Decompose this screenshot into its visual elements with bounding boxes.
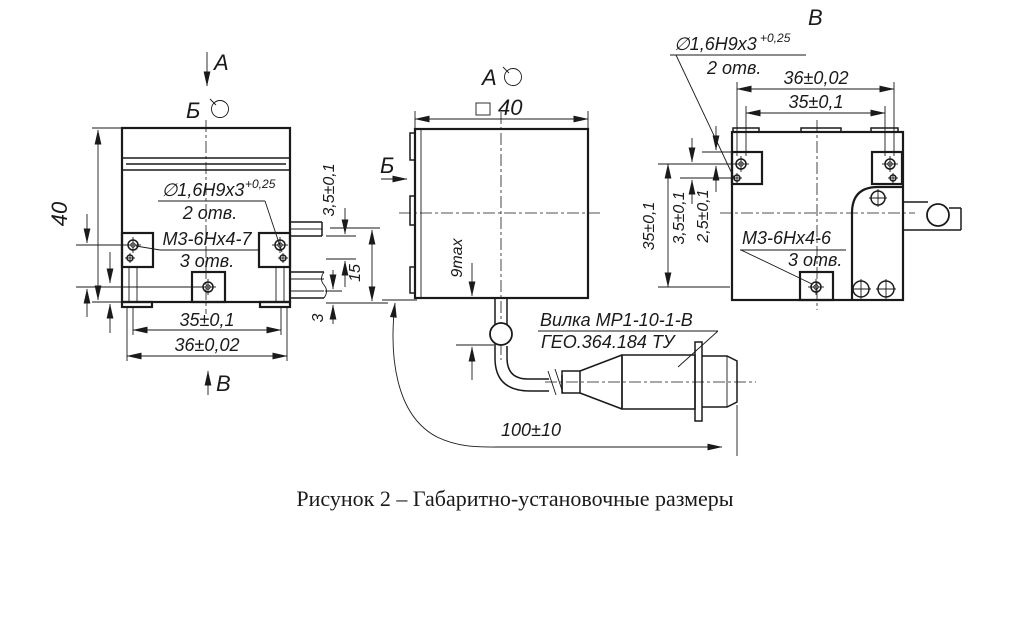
pin-hole-qty: 2 отв. — [182, 203, 237, 223]
lug-right — [257, 231, 292, 269]
view-mark-tick — [502, 66, 510, 74]
svg-text:36±0,02: 36±0,02 — [175, 335, 240, 355]
top-tab — [732, 127, 760, 133]
screw-hole — [808, 279, 824, 295]
dim-40-label: 40 — [47, 201, 72, 226]
view-mark-circle — [211, 100, 229, 118]
pin-hole-tol: +0,25 — [760, 31, 791, 45]
label-a-left: А — [212, 50, 229, 75]
screw-hole — [200, 279, 216, 295]
thread-qty: 3 отв. — [788, 250, 842, 270]
dim-contact-span: 15 — [326, 227, 388, 304]
connector-name: Вилка МР1-10-1-В — [540, 310, 693, 330]
dim-v-offset2: 2,5±0,1 — [695, 126, 732, 244]
svg-text:15: 15 — [347, 264, 364, 282]
pin-hole — [278, 253, 288, 263]
body-outline — [730, 130, 905, 302]
contact-tab-upper — [290, 221, 323, 237]
thread-note: М3-6Нх4-7 — [162, 229, 252, 249]
dim-v-hole-span: 35±0,1 — [641, 163, 733, 288]
thread-qty: 3 отв. — [180, 251, 234, 271]
svg-text:3,5±0,1: 3,5±0,1 — [321, 163, 338, 216]
side-tab — [409, 195, 416, 226]
top-tab — [870, 127, 899, 133]
left-view: А Б — [47, 50, 388, 396]
hole-projection-lines — [128, 267, 285, 302]
pin-hole — [125, 253, 135, 263]
svg-text:3: 3 — [310, 313, 327, 322]
contact-tab-lower — [290, 271, 327, 299]
lug-top-right — [870, 150, 904, 186]
front-view: А 40 Б 9max — [380, 65, 756, 456]
cable-channel — [850, 185, 903, 300]
pin-hole-note: ∅1,6H9x3 — [674, 34, 757, 54]
svg-text:2,5±0,1: 2,5±0,1 — [695, 189, 712, 243]
pin-hole-note: ∅1,6H9x3 — [162, 180, 245, 200]
aux-dims-left — [76, 214, 202, 333]
cable-ball — [489, 322, 513, 346]
break-line — [547, 370, 557, 396]
note-leader — [264, 200, 283, 253]
dim-square-label: 40 — [498, 95, 523, 120]
dim-width-bottom: 36±0,02 — [126, 308, 288, 361]
right-view: В ∅1,6H9x3 +0,25 2 отв. 36±0,02 35±0,1 — [641, 5, 962, 310]
side-tab — [409, 266, 416, 294]
label-b-front: Б — [380, 153, 394, 178]
dim-cable-bend: 9max — [449, 237, 494, 380]
connector-flange — [694, 341, 703, 422]
svg-text:35±0,1: 35±0,1 — [789, 92, 844, 112]
label-b-left: Б — [186, 98, 200, 123]
foot-right — [258, 300, 292, 309]
body-outline — [413, 127, 590, 300]
square-symbol — [475, 102, 491, 116]
note-leader — [675, 54, 736, 181]
connector-spec: ГЕО.364.184 ТУ — [541, 332, 676, 352]
pin-hole-qty: 2 отв. — [706, 58, 761, 78]
svg-text:100±10: 100±10 — [501, 420, 561, 440]
connector — [545, 341, 756, 422]
screw-hole — [733, 156, 749, 172]
lug-left — [120, 231, 155, 269]
pin-hole-tol: +0,25 — [245, 177, 276, 191]
lug-top-left — [730, 150, 764, 186]
dim-hole-span-top: 35±0,1 — [745, 92, 886, 156]
dim-cable-length: 100±10 — [382, 299, 738, 456]
svg-text:35±0,1: 35±0,1 — [180, 310, 235, 330]
figure-caption: Рисунок 2 – Габаритно-установочные разме… — [296, 486, 733, 511]
dim-width-top: 36±0,02 — [736, 68, 895, 156]
view-mark-tick — [209, 98, 217, 106]
svg-text:36±0,02: 36±0,02 — [784, 68, 849, 88]
note-leader — [677, 330, 719, 368]
dim-v-offset1: 3,5±0,1 — [671, 138, 734, 245]
svg-text:9max: 9max — [449, 237, 466, 277]
label-v-right: В — [808, 5, 823, 30]
lug-bottom — [798, 270, 835, 302]
top-tab — [800, 127, 842, 133]
cable-ball — [926, 203, 950, 227]
label-a-front: А — [480, 65, 497, 90]
note-leader — [135, 245, 161, 251]
dim-foot: 3 — [310, 270, 342, 324]
pin-hole — [888, 173, 898, 183]
side-tab — [409, 132, 416, 161]
note-leader — [740, 249, 813, 285]
foot-left — [120, 300, 154, 309]
thread-note: М3-6Нх4-6 — [742, 228, 832, 248]
view-mark-circle — [504, 68, 522, 86]
dim-contact-offset: 3,5±0,1 — [321, 163, 356, 287]
svg-text:35±0,1: 35±0,1 — [641, 202, 658, 251]
cable-exit — [903, 201, 962, 231]
screw-hole — [882, 156, 898, 172]
label-v-left: В — [216, 371, 231, 396]
svg-text:3,5±0,1: 3,5±0,1 — [671, 191, 688, 244]
dim-hole-span-bottom: 35±0,1 — [132, 308, 282, 335]
